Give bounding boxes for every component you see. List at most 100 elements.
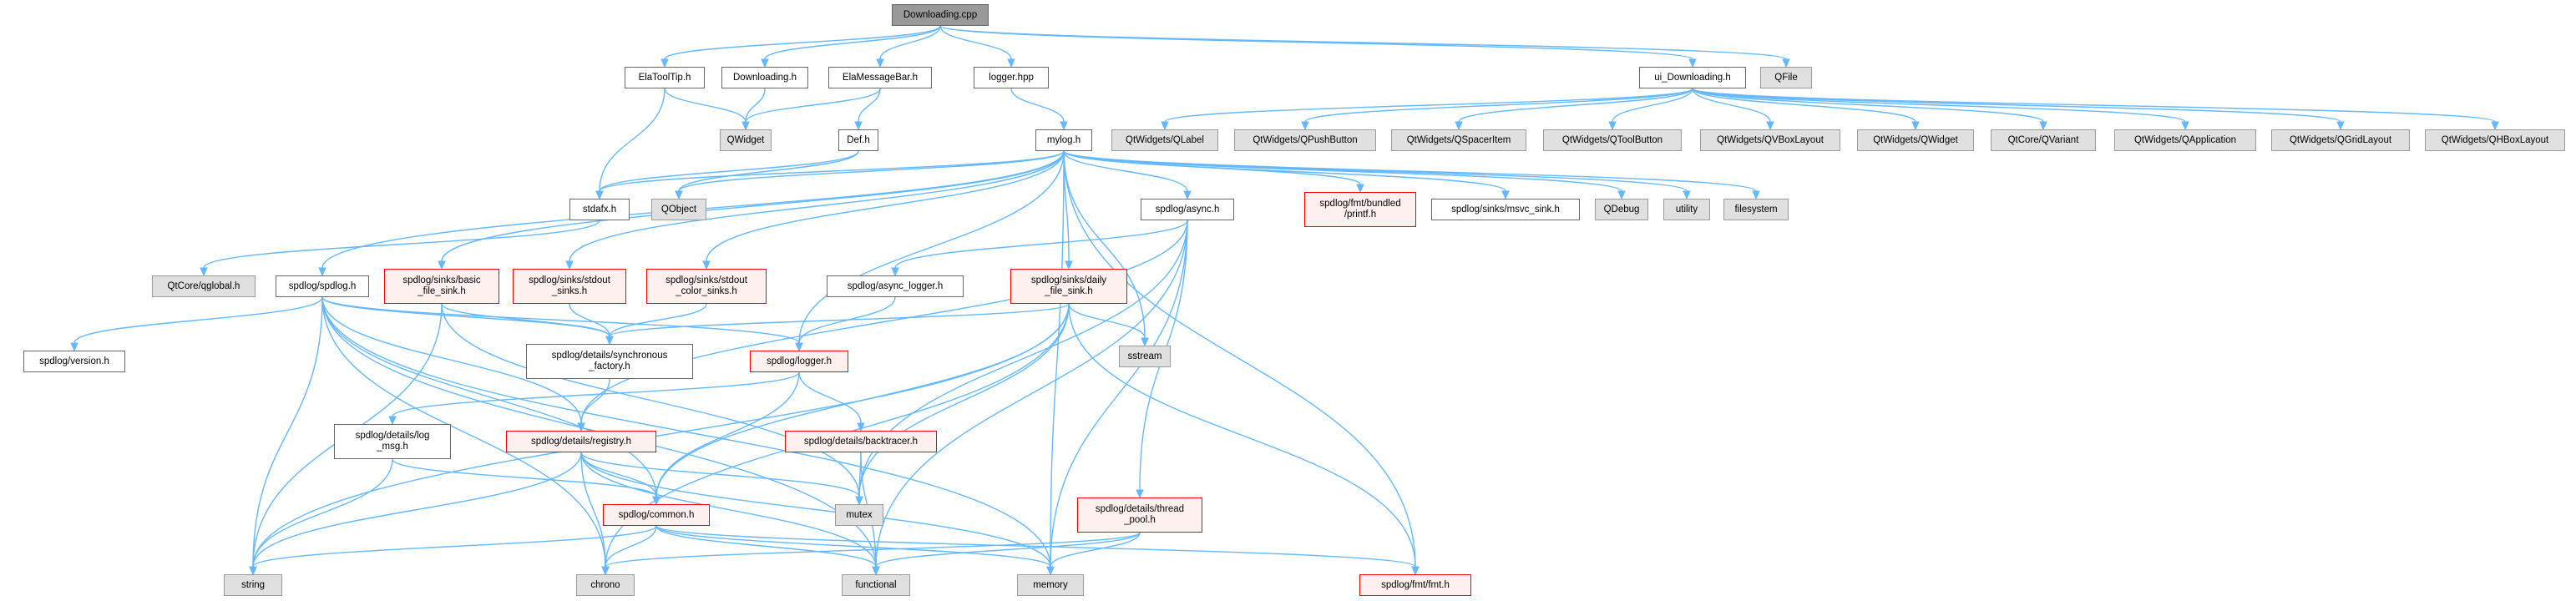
edge-synchronous-factory-h-to-registry-h (577, 378, 610, 432)
edge-ui-downloading-h-to-qt-qapplication (1692, 88, 2189, 131)
node-async-logger-h[interactable]: spdlog/async_logger.h (827, 275, 964, 297)
node-qobject[interactable]: QObject (651, 199, 706, 220)
node-label: spdlog/sinks/stdout (666, 275, 747, 285)
node-label: filesystem (1734, 204, 1778, 215)
edge-async-logger-h-to-spdlog-logger-h (795, 296, 896, 352)
node-stdout-color-sinks-h[interactable]: spdlog/sinks/stdout_color_sinks.h (646, 269, 767, 304)
node-label: spdlog/fmt/fmt.h (1381, 579, 1450, 590)
edge-common-h-to-chrono (601, 525, 657, 576)
node-qt-qspaceritem[interactable]: QtWidgets/QSpacerItem (1391, 129, 1526, 151)
node-def-h[interactable]: Def.h (838, 129, 878, 151)
node-qt-qlabel[interactable]: QtWidgets/QLabel (1111, 129, 1218, 151)
node-mylog-h[interactable]: mylog.h (1035, 129, 1092, 151)
node-synchronous-factory-h[interactable]: spdlog/details/synchronous_factory.h (526, 344, 693, 379)
edge-daily-file-sink-h-to-mutex (855, 303, 1070, 506)
node-spdlog-version-h[interactable]: spdlog/version.h (23, 351, 125, 372)
edge-downloading-cpp-to-elatooltip-h (660, 25, 941, 68)
edge-mylog-h-to-stdafx-h (595, 150, 1065, 200)
node-label: Def.h (847, 134, 870, 145)
node-string[interactable]: string (224, 574, 282, 596)
node-qfile[interactable]: QFile (1760, 67, 1812, 88)
node-qt-qwidget[interactable]: QtWidgets/QWidget (1857, 129, 1974, 151)
node-qt-qapplication[interactable]: QtWidgets/QApplication (2114, 129, 2256, 151)
node-label: QDebug (1603, 204, 1640, 215)
edge-ui-downloading-h-to-qt-qhboxlayout (1692, 88, 2499, 131)
node-label: spdlog/logger.h (766, 356, 832, 366)
node-basic-file-sink-h[interactable]: spdlog/sinks/basic_file_sink.h (384, 269, 499, 304)
node-chrono[interactable]: chrono (576, 574, 635, 596)
node-label: chrono (590, 579, 620, 590)
edge-ui-downloading-h-to-qt-qpushbutton (1301, 88, 1693, 131)
node-log-msg-h[interactable]: spdlog/details/log_msg.h (334, 424, 451, 459)
node-label: spdlog/sinks/basic (402, 275, 481, 285)
edge-log-msg-h-to-common-h (392, 458, 660, 506)
node-stdout-sinks-h[interactable]: spdlog/sinks/stdout_sinks.h (513, 269, 626, 304)
edge-thread-pool-h-to-chrono (601, 532, 1141, 576)
node-label: QWidget (726, 134, 765, 145)
edge-common-h-to-string (249, 525, 657, 576)
edge-mylog-h-to-stdout-color-sinks-h (702, 150, 1065, 270)
node-qtcore-qvariant[interactable]: QtCore/QVariant (1991, 129, 2096, 151)
node-mutex[interactable]: mutex (835, 504, 883, 526)
node-label: stdafx.h (582, 204, 617, 215)
node-qt-qgridlayout[interactable]: QtWidgets/QGridLayout (2271, 129, 2410, 151)
node-functional[interactable]: functional (842, 574, 910, 596)
edge-spdlog-spdlog-h-to-string (249, 296, 323, 576)
node-qt-qtoolbutton[interactable]: QtWidgets/QToolButton (1543, 129, 1682, 151)
node-label: spdlog/details/log (355, 431, 430, 441)
node-downloading-cpp[interactable]: Downloading.cpp (892, 4, 989, 26)
node-filesystem[interactable]: filesystem (1723, 199, 1789, 220)
edge-downloading-cpp-to-qfile (939, 25, 1790, 68)
node-stdafx-h[interactable]: stdafx.h (569, 199, 630, 220)
node-label: spdlog/sinks/stdout (529, 275, 610, 285)
node-daily-file-sink-h[interactable]: spdlog/sinks/daily_file_sink.h (1010, 269, 1127, 304)
edge-downloading-cpp-to-logger-hpp (939, 25, 1015, 68)
edge-def-h-to-qobject (675, 150, 859, 200)
edge-elatooltip-h-to-stdafx-h (595, 88, 666, 200)
node-fmt-fmt-h[interactable]: spdlog/fmt/fmt.h (1359, 574, 1471, 596)
node-qt-qpushbutton[interactable]: QtWidgets/QPushButton (1234, 129, 1376, 151)
node-label: spdlog/sinks/msvc_sink.h (1451, 204, 1560, 215)
node-backtracer-h[interactable]: spdlog/details/backtracer.h (785, 431, 937, 452)
edge-daily-file-sink-h-to-sstream (1068, 303, 1149, 347)
edge-mylog-h-to-sstream (1063, 150, 1149, 347)
node-qwidget[interactable]: QWidget (720, 129, 772, 151)
node-thread-pool-h[interactable]: spdlog/details/thread_pool.h (1077, 497, 1202, 533)
node-registry-h[interactable]: spdlog/details/registry.h (506, 431, 656, 452)
node-downloading-h[interactable]: Downloading.h (721, 67, 808, 88)
node-memory[interactable]: memory (1017, 574, 1084, 596)
node-label: spdlog/spdlog.h (288, 280, 357, 291)
node-label: _color_sinks.h (676, 286, 737, 296)
node-label: QFile (1774, 72, 1798, 83)
node-elatooltip-h[interactable]: ElaToolTip.h (625, 67, 705, 88)
node-ui-downloading-h[interactable]: ui_Downloading.h (1639, 67, 1746, 88)
node-qt-qhboxlayout[interactable]: QtWidgets/QHBoxLayout (2425, 129, 2565, 151)
node-qdebug[interactable]: QDebug (1595, 199, 1648, 220)
node-label: spdlog/details/registry.h (531, 436, 631, 447)
node-utility[interactable]: utility (1663, 199, 1710, 220)
node-msvc-sink-h[interactable]: spdlog/sinks/msvc_sink.h (1431, 199, 1580, 220)
edge-spdlog-logger-h-to-common-h (652, 371, 800, 506)
node-logger-hpp[interactable]: logger.hpp (974, 67, 1049, 88)
node-fmt-bundled-printf[interactable]: spdlog/fmt/bundled/printf.h (1304, 192, 1416, 227)
node-qt-qvboxlayout[interactable]: QtWidgets/QVBoxLayout (1700, 129, 1840, 151)
node-elamessagebar-h[interactable]: ElaMessageBar.h (828, 67, 932, 88)
node-label: QtWidgets/QLabel (1126, 134, 1204, 145)
node-spdlog-async-h[interactable]: spdlog/async.h (1141, 199, 1234, 220)
node-label: spdlog/sinks/daily (1030, 275, 1107, 285)
edge-stdout-sinks-h-to-synchronous-factory-h (569, 303, 614, 346)
node-sstream[interactable]: sstream (1119, 346, 1171, 367)
edge-mylog-h-to-spdlog-async-h (1063, 150, 1192, 200)
node-spdlog-spdlog-h[interactable]: spdlog/spdlog.h (276, 275, 369, 297)
node-label: sstream (1127, 351, 1162, 361)
node-qtcore-qglobal[interactable]: QtCore/qglobal.h (152, 275, 256, 297)
node-label: string (240, 579, 266, 590)
node-common-h[interactable]: spdlog/common.h (603, 504, 710, 526)
node-label: _pool.h (1124, 515, 1156, 525)
node-label: QtWidgets/QWidget (1873, 134, 1958, 145)
node-label: QObject (660, 204, 697, 215)
node-label: QtWidgets/QGridLayout (2289, 134, 2392, 145)
edge-mylog-h-to-basic-file-sink-h (438, 150, 1065, 270)
node-label: _file_sink.h (418, 286, 466, 296)
node-spdlog-logger-h[interactable]: spdlog/logger.h (750, 351, 848, 372)
